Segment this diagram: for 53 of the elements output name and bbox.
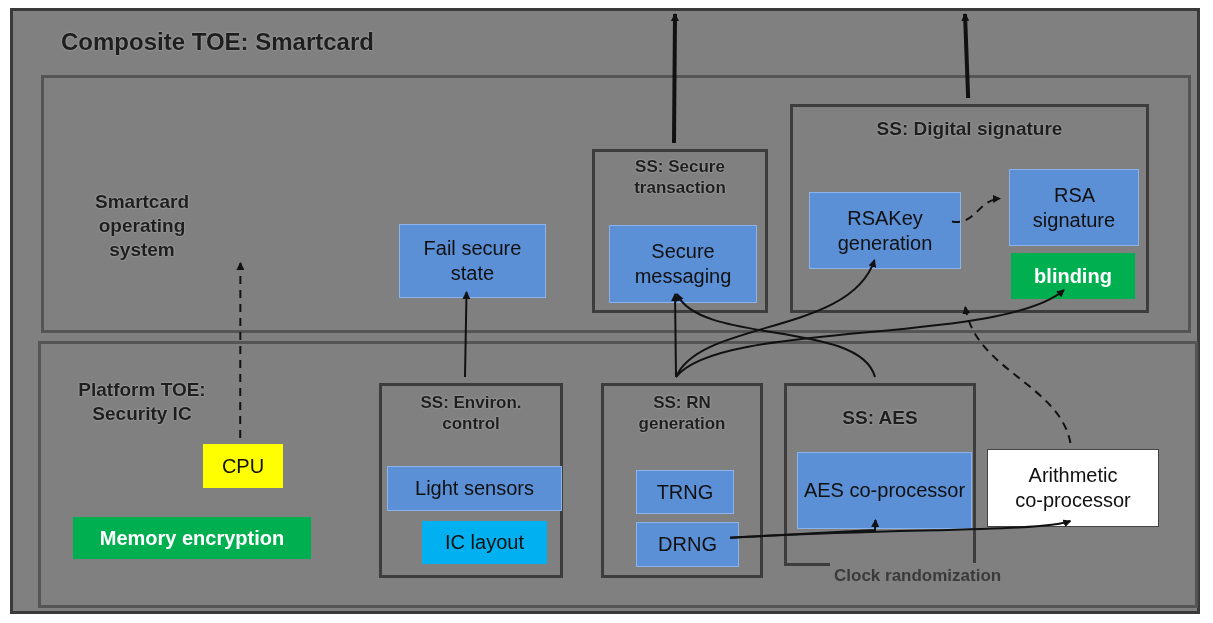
component-box <box>387 466 562 511</box>
box-label: AES co-processor <box>802 478 967 503</box>
group-heading: SS: Digital signature <box>875 117 1064 141</box>
arrow <box>671 293 680 378</box>
outer-frame <box>10 8 1200 614</box>
arrow <box>670 13 679 143</box>
component-box <box>399 224 546 298</box>
component-box <box>636 470 734 514</box>
subsystem-box <box>790 104 1149 313</box>
component-box <box>609 225 757 303</box>
component-box <box>636 522 739 567</box>
component-box <box>73 517 311 559</box>
group-heading: SS: Environ. control <box>419 392 523 435</box>
box-label: Fail secure state <box>422 236 523 286</box>
component-box <box>1011 253 1135 299</box>
layer-band <box>41 75 1191 333</box>
component-box <box>203 444 283 488</box>
arrow <box>675 289 1065 378</box>
arrow <box>951 195 1001 223</box>
arrow <box>963 306 1072 444</box>
arrow <box>675 293 876 378</box>
group-heading: Smartcard operating system <box>94 190 190 262</box>
component-box <box>1009 169 1139 246</box>
component-box <box>422 521 547 564</box>
group-heading: SS: RN generation <box>637 392 727 435</box>
group-heading: SS: Secure transaction <box>633 156 727 199</box>
box-label: RSA signature <box>1031 182 1117 233</box>
box-label: Secure messaging <box>633 239 733 289</box>
arrow <box>462 291 471 378</box>
subsystem-box <box>592 149 768 313</box>
subsystem-box <box>601 383 763 578</box>
arrow <box>729 518 1072 539</box>
box-label: blinding <box>1033 263 1113 289</box>
box-label: Light sensors <box>414 476 535 501</box>
box-label: Arithmetic co-processor <box>1014 463 1132 513</box>
box-label: IC layout <box>444 530 525 555</box>
box-label: CPU <box>220 453 266 479</box>
box-label: RSAKey generation <box>836 205 934 256</box>
component-box <box>809 192 961 269</box>
group-heading: Platform TOE: Security IC <box>77 378 207 426</box>
component-box <box>797 452 972 529</box>
subsystem-box <box>784 383 976 566</box>
arrow <box>675 259 876 378</box>
box-label: DRNG <box>657 532 718 557</box>
group-heading: Composite TOE: Smartcard <box>61 27 374 57</box>
box-label: TRNG <box>655 479 715 505</box>
arrow <box>236 261 245 439</box>
layer-band <box>38 341 1198 608</box>
group-heading: SS: AES <box>841 406 919 430</box>
arrow <box>961 13 971 99</box>
box-label: Memory encryption <box>98 525 286 551</box>
component-box <box>987 449 1159 527</box>
subsystem-box <box>379 383 563 578</box>
